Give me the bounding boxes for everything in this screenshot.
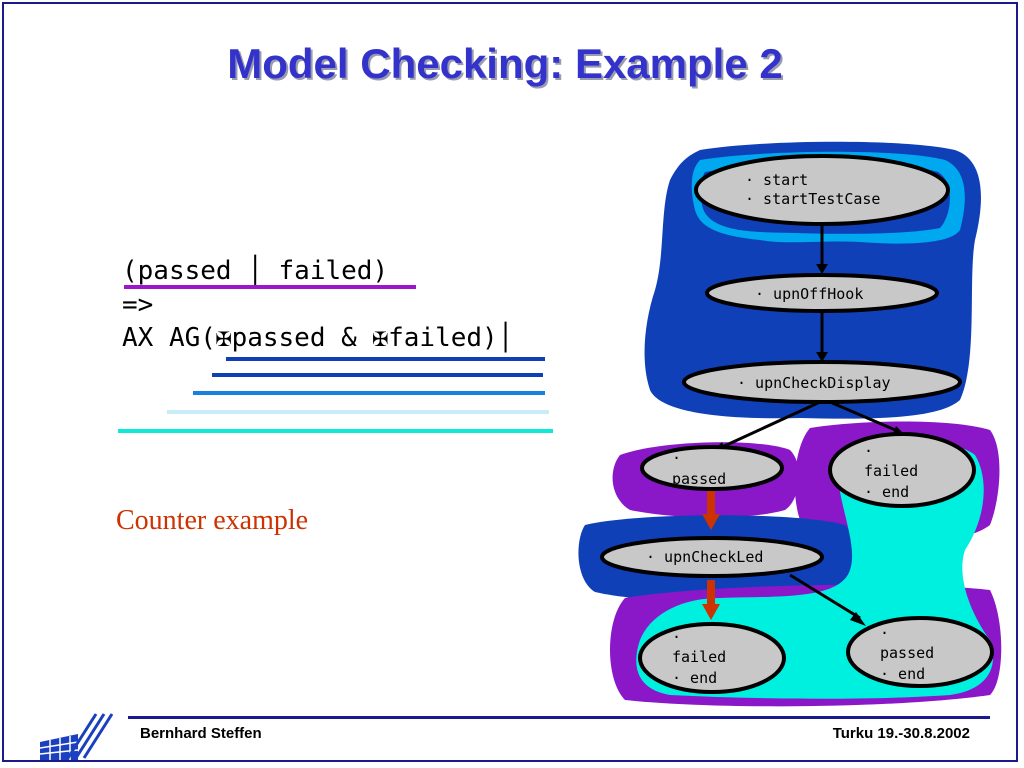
arrowhead-1 — [816, 264, 828, 274]
node-start — [694, 154, 950, 226]
node-passed-label-2: passed — [672, 470, 726, 488]
counter-example-path — [702, 490, 720, 620]
edge-checkled-to-passed-end — [789, 573, 861, 620]
node-failed-end-2-label-1: · — [672, 628, 681, 646]
counter-example-label: Counter example — [116, 505, 309, 536]
node-passed — [640, 445, 784, 491]
counter-arrow-shaft-2 — [707, 580, 715, 606]
counter-arrowhead-2 — [702, 604, 720, 620]
slide-title: Model Checking: Example 2 — [227, 40, 783, 87]
university-logo — [39, 713, 114, 760]
node-passed-end-label-3: · end — [880, 665, 925, 683]
node-passed-end — [846, 616, 994, 688]
counter-arrow-shaft-1 — [707, 490, 715, 516]
node-passed-end-label-2: passed — [880, 644, 934, 662]
footer-event: Turku 19.-30.8.2002 — [832, 725, 970, 742]
node-failed-end — [828, 432, 976, 508]
footer-divider — [128, 716, 990, 719]
formula-line-2: => — [122, 290, 154, 320]
node-upncheckdisplay — [682, 360, 962, 404]
edge-checkdisplay-to-failed — [829, 400, 901, 434]
counter-arrowhead-1 — [702, 514, 720, 530]
node-failed-end-label-1: · — [864, 442, 873, 460]
formula-line-1: (passed │ failed) — [122, 256, 389, 286]
arrowhead-2 — [816, 352, 828, 362]
node-upnoffhook — [705, 273, 939, 313]
node-start-label-2: · startTestCase — [745, 190, 880, 208]
node-failed-end-label-2: failed — [864, 462, 918, 480]
node-upncheckdisplay-label: · upnCheckDisplay — [737, 374, 891, 392]
node-failed-end-2-label-2: failed — [672, 648, 726, 666]
arrowhead-5 — [850, 612, 866, 626]
node-passed-end-label-1: · — [880, 624, 889, 642]
node-upncheckled — [600, 536, 824, 578]
node-failed-end-label-3: · end — [864, 483, 909, 501]
node-upncheckled-label: · upnCheckLed — [646, 548, 763, 566]
node-passed-label-1: · — [672, 449, 681, 467]
node-start-label-1: · start — [745, 171, 808, 189]
footer-author: Bernhard Steffen — [140, 725, 262, 742]
node-upnoffhook-label: · upnOffHook — [755, 285, 863, 303]
formula-line-3: AX AG(✠passed & ✠failed)│ — [122, 323, 514, 353]
node-failed-end-2-label-3: · end — [672, 669, 717, 687]
edge-checkdisplay-to-passed — [719, 400, 821, 450]
node-failed-end-2 — [638, 622, 786, 694]
